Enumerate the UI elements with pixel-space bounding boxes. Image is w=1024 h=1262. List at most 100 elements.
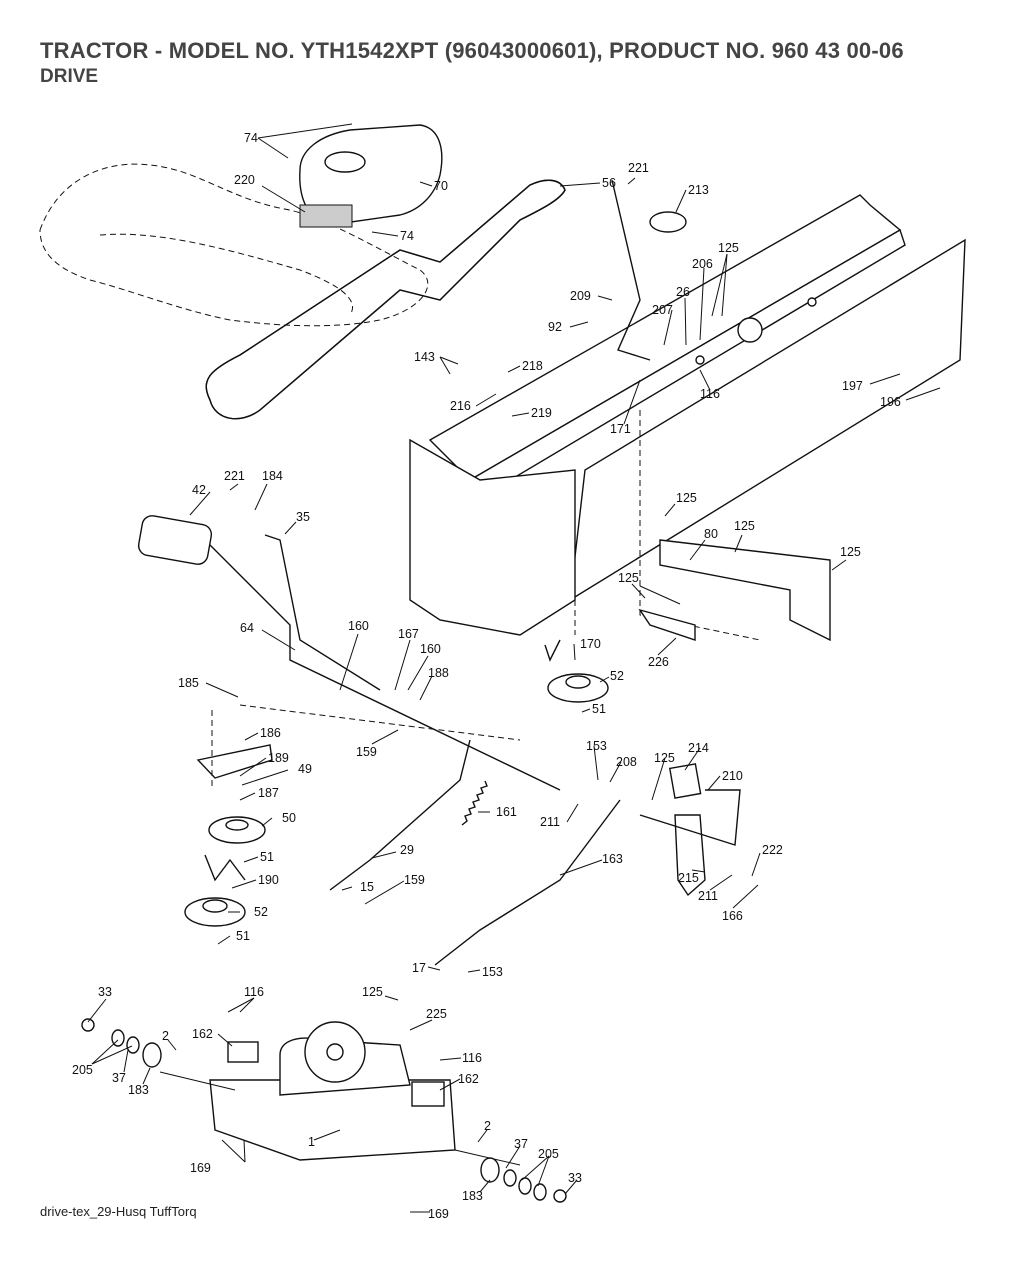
axle-hardware <box>81 1018 567 1203</box>
callout-222: 222 <box>762 843 783 857</box>
callout-206: 206 <box>692 257 713 271</box>
callout-74: 74 <box>244 131 258 145</box>
callout-42: 42 <box>192 483 206 497</box>
callout-162b: 162 <box>458 1072 479 1086</box>
callout-213: 213 <box>688 183 709 197</box>
callout-170: 170 <box>580 637 601 651</box>
callout-92: 92 <box>548 320 562 334</box>
callout-214: 214 <box>688 741 709 755</box>
callout-50: 50 <box>282 811 296 825</box>
callout-205: 205 <box>72 1063 93 1077</box>
callout-169b: 169 <box>428 1207 449 1221</box>
pulley-52-upper <box>544 639 609 703</box>
callout-211b: 211 <box>698 889 718 903</box>
callout-64: 64 <box>240 621 254 635</box>
callout-29: 29 <box>400 843 414 857</box>
bracket-226 <box>638 608 696 641</box>
drive-belt <box>205 179 566 420</box>
fender-outline <box>39 163 429 327</box>
callout-221b: 221 <box>224 469 245 483</box>
callout-116c: 116 <box>462 1051 482 1065</box>
callout-183b: 183 <box>462 1189 483 1203</box>
callout-186: 186 <box>260 726 281 740</box>
callout-208: 208 <box>616 755 637 769</box>
callout-160b: 160 <box>420 642 441 656</box>
idler-assembly <box>184 744 273 927</box>
callout-166: 166 <box>722 909 743 923</box>
callout-74b: 74 <box>400 229 414 243</box>
callout-188: 188 <box>428 666 449 680</box>
callout-15: 15 <box>360 880 374 894</box>
callout-209: 209 <box>570 289 591 303</box>
callout-220: 220 <box>234 173 255 187</box>
callout-197: 197 <box>842 379 863 393</box>
callout-218: 218 <box>522 359 543 373</box>
callout-205b: 205 <box>538 1147 559 1161</box>
callout-219: 219 <box>531 406 552 420</box>
callout-196: 196 <box>880 395 901 409</box>
callout-226: 226 <box>648 655 669 669</box>
callout-161: 161 <box>496 805 517 819</box>
callout-184: 184 <box>262 469 283 483</box>
callout-169: 169 <box>190 1161 211 1175</box>
callout-153b: 153 <box>482 965 503 979</box>
callout-116: 116 <box>700 387 720 401</box>
callout-125b: 125 <box>676 491 697 505</box>
page-title: TRACTOR - MODEL NO. YTH1542XPT (96043000… <box>40 38 904 63</box>
callout-2b: 2 <box>484 1119 491 1133</box>
callout-116b: 116 <box>244 985 264 999</box>
callout-211: 211 <box>540 815 560 829</box>
callout-125d: 125 <box>840 545 861 559</box>
callout-70: 70 <box>434 179 448 193</box>
callout-163: 163 <box>602 852 623 866</box>
tractor-frame <box>409 194 966 636</box>
lift-lever-assembly <box>137 515 561 791</box>
footer-note: drive-tex_29-Husq TuffTorq <box>40 1204 197 1219</box>
callout-51b: 51 <box>260 850 274 864</box>
callout-26: 26 <box>676 285 690 299</box>
callout-80: 80 <box>704 527 718 541</box>
callout-162: 162 <box>192 1027 213 1041</box>
callout-216: 216 <box>450 399 471 413</box>
callout-187: 187 <box>258 786 279 800</box>
callout-190: 190 <box>258 873 279 887</box>
bracket-80 <box>639 520 831 642</box>
callout-33b: 33 <box>568 1171 582 1185</box>
console-cover <box>299 124 443 228</box>
callout-labels: 74 220 70 74 56 221 213 125 206 209 26 9… <box>72 131 901 1221</box>
callout-56: 56 <box>602 176 616 190</box>
shift-rod-209 <box>611 179 651 361</box>
callout-215: 215 <box>678 871 699 885</box>
callout-183: 183 <box>128 1083 149 1097</box>
brake-pedal-assembly <box>639 763 741 897</box>
callout-210: 210 <box>722 769 743 783</box>
callout-2: 2 <box>162 1029 169 1043</box>
spring-161 <box>461 780 488 826</box>
callout-160: 160 <box>348 619 369 633</box>
callout-125c: 125 <box>734 519 755 533</box>
callout-33: 33 <box>98 985 112 999</box>
callout-17: 17 <box>412 961 426 975</box>
rod-163 <box>434 799 621 966</box>
callout-207: 207 <box>652 303 673 317</box>
callout-159: 159 <box>356 745 377 759</box>
callout-225: 225 <box>426 1007 447 1021</box>
callout-37b: 37 <box>514 1137 528 1151</box>
callout-125e: 125 <box>618 571 639 585</box>
page-subtitle: DRIVE <box>40 66 99 87</box>
callout-153: 153 <box>586 739 607 753</box>
callout-171: 171 <box>610 422 631 436</box>
callout-leaders <box>87 123 941 1213</box>
callout-52b: 52 <box>254 905 268 919</box>
transaxle <box>159 1021 521 1166</box>
leader-dashes <box>211 410 641 790</box>
callout-51: 51 <box>592 702 606 716</box>
callout-143: 143 <box>414 350 435 364</box>
callout-37: 37 <box>112 1071 126 1085</box>
callout-125g: 125 <box>362 985 383 999</box>
callout-35: 35 <box>296 510 310 524</box>
knob-213 <box>649 211 687 233</box>
callout-189: 189 <box>268 751 289 765</box>
callout-167: 167 <box>398 627 419 641</box>
